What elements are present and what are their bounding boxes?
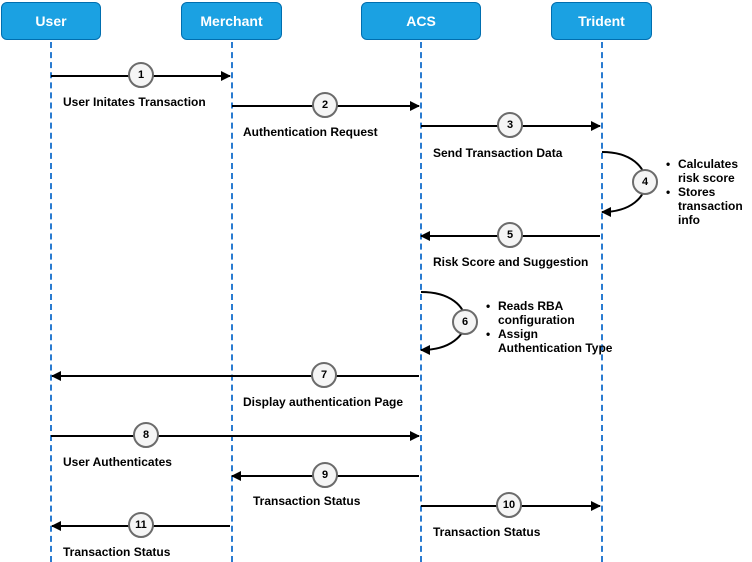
message-label-7: Display authentication Page [243,395,404,409]
message-label-10: Transaction Status [433,525,541,539]
message-label-2: Authentication Request [243,125,378,139]
step-number-6: 6 [452,309,478,335]
step-number-5: 5 [497,222,523,248]
step-number-9: 9 [312,462,338,488]
actor-acs: ACS [361,2,481,40]
trident-process-notes: Calculates risk score Stores transaction… [664,157,752,227]
note-stores-info: Stores transaction info [664,185,752,227]
acs-process-notes: Reads RBA configuration Assign Authentic… [484,299,624,355]
message-label-3: Send Transaction Data [433,146,563,160]
lifeline-acs [420,42,422,562]
actor-trident: Trident [551,2,652,40]
lifeline-merchant [231,42,233,562]
actor-merchant: Merchant [181,2,282,40]
note-risk-score: Calculates risk score [664,157,752,185]
message-label-5: Risk Score and Suggestion [433,255,589,269]
note-reads-rba: Reads RBA configuration [484,299,624,327]
note-assign-auth: Assign Authentication Type [484,327,624,355]
step-number-11: 11 [128,512,154,538]
actor-user: User [1,2,101,40]
step-number-3: 3 [497,112,523,138]
message-label-8: User Authenticates [63,455,172,469]
message-label-11: Transaction Status [63,545,171,559]
step-number-8: 8 [133,422,159,448]
message-label-1: User Initates Transaction [63,95,206,109]
step-number-2: 2 [312,92,338,118]
step-number-4: 4 [632,169,658,195]
step-number-7: 7 [311,362,337,388]
message-label-9: Transaction Status [253,494,361,508]
lifeline-user [50,42,52,562]
step-number-1: 1 [128,62,154,88]
step-number-10: 10 [496,492,522,518]
